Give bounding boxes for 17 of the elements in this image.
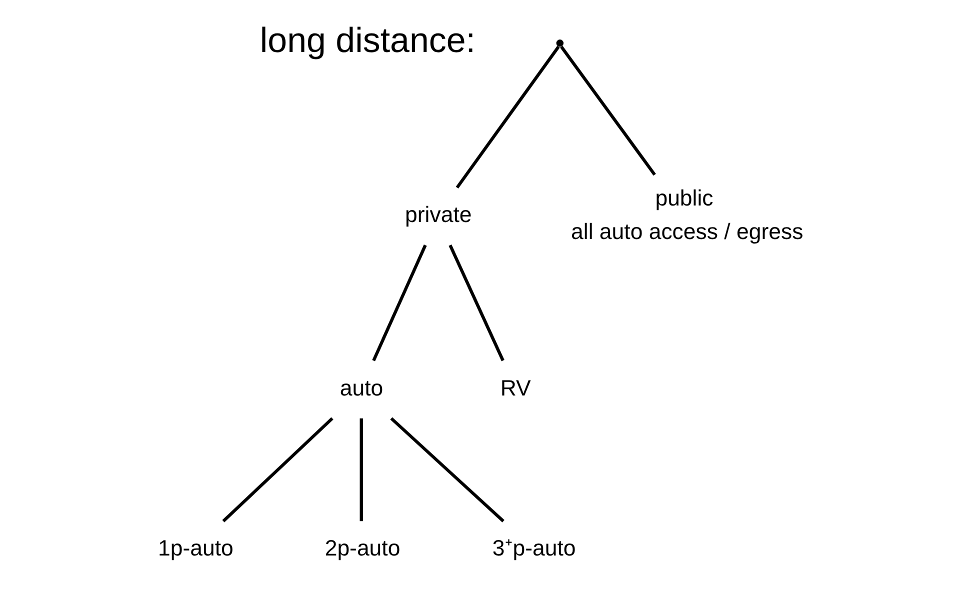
node-text: auto (339, 375, 383, 400)
node-label: all auto access / egress (570, 218, 803, 244)
node-text: public (654, 185, 713, 210)
connector (372, 244, 426, 362)
connector (455, 46, 560, 189)
label: long distance: (259, 21, 476, 60)
connector (390, 417, 504, 522)
connector (359, 418, 362, 522)
node-text: 2p-auto (324, 536, 400, 561)
node-point (556, 40, 564, 47)
connector (222, 417, 333, 522)
connector (560, 46, 656, 176)
node-text: 3⁺p-auto (492, 536, 576, 561)
connector (448, 244, 504, 362)
node-text: 1p-auto (158, 536, 233, 561)
node-text: private (404, 202, 472, 228)
node-text: RV (500, 375, 530, 400)
